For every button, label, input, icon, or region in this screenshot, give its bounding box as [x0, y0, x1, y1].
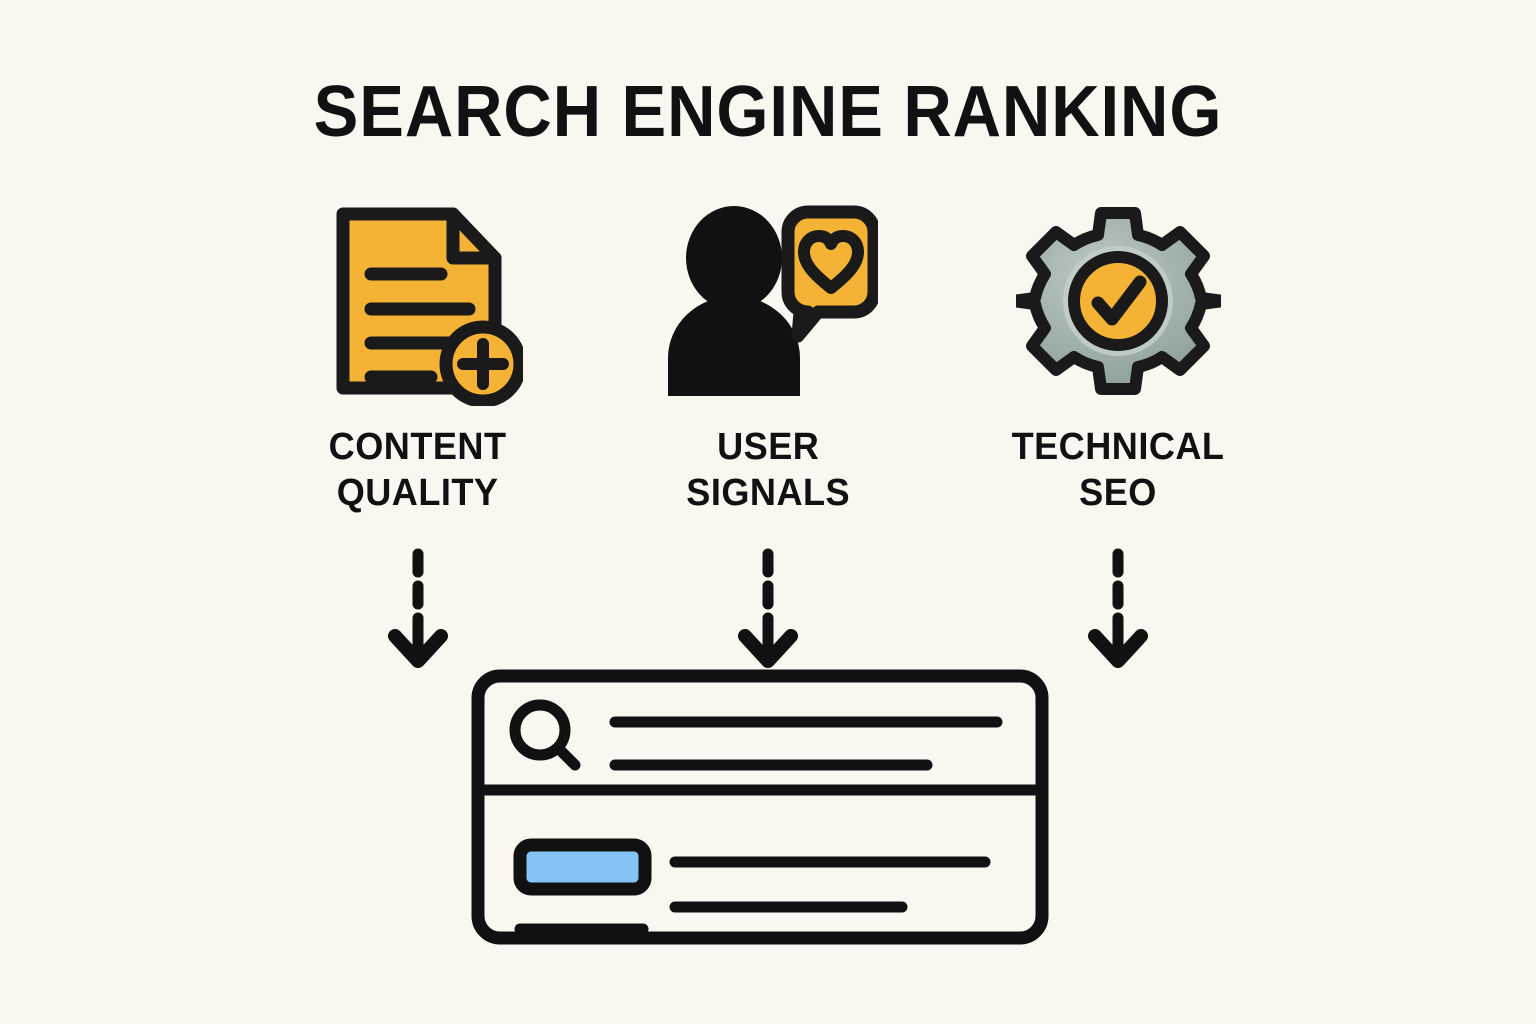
pillar-user-signals[interactable]: USER SIGNALS — [618, 196, 918, 517]
down-dashed-arrow — [388, 548, 448, 668]
down-dashed-arrow — [738, 548, 798, 668]
pillar-technical-seo[interactable]: TECHNICAL SEO — [968, 196, 1268, 517]
document-plus-icon — [313, 196, 523, 406]
blue-chip — [513, 838, 652, 896]
pillar-row: CONTENT QUALITY USER SIGNA — [268, 196, 1268, 526]
gear-check-icon — [1015, 196, 1221, 406]
pillar-label-line1: USER — [716, 426, 820, 468]
pillar-label-user-signals: USER SIGNALS — [686, 424, 850, 517]
search-result-card[interactable] — [470, 668, 1050, 946]
pillar-label-line2: SEO — [1079, 472, 1157, 515]
down-dashed-arrow — [1088, 548, 1148, 668]
arrow-row — [268, 548, 1268, 668]
pillar-label-technical-seo: TECHNICAL SEO — [1012, 424, 1225, 517]
pillar-label-line1: CONTENT — [329, 426, 507, 468]
magnifier-icon — [509, 699, 581, 771]
pillar-label-line2: SIGNALS — [686, 472, 850, 515]
pillar-label-line2: QUALITY — [337, 472, 499, 515]
arrow-slot-user-signals — [618, 548, 918, 668]
user-heart-bubble-icon — [658, 196, 878, 406]
pillar-label-content-quality: CONTENT QUALITY — [329, 424, 507, 517]
pillar-label-line1: TECHNICAL — [1011, 426, 1225, 468]
arrow-slot-content-quality — [268, 548, 568, 668]
pillar-content-quality[interactable]: CONTENT QUALITY — [268, 196, 568, 517]
arrow-slot-technical-seo — [968, 548, 1268, 668]
page-title: SEARCH ENGINE RANKING — [313, 72, 1223, 152]
